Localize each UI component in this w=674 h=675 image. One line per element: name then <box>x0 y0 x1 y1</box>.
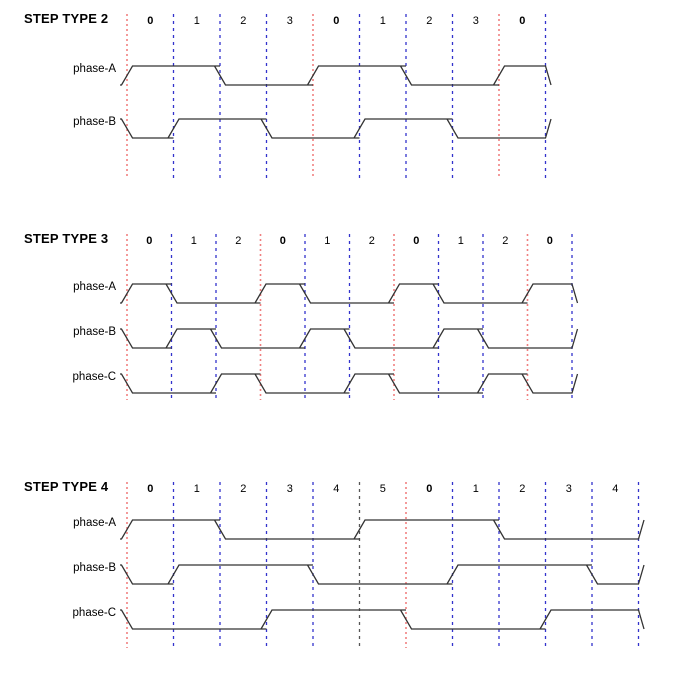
step-number-label: 2 <box>235 235 242 247</box>
waveform-phase-C <box>120 609 645 630</box>
step-number-label: 2 <box>519 483 526 495</box>
step-number-label: 4 <box>333 483 340 495</box>
step-number-label: 0 <box>426 483 433 495</box>
phase-label-phase-C: phase-C <box>72 606 116 619</box>
step-number-label: 3 <box>472 15 479 27</box>
section-title: STEP TYPE 3 <box>24 231 109 246</box>
waveform-phase-C <box>120 373 579 394</box>
waveform-phase-A <box>120 519 645 540</box>
waveform-canvas <box>120 14 552 178</box>
step-number-label: 3 <box>286 15 293 27</box>
waveform-phase-A <box>120 65 552 86</box>
step-number-label: 0 <box>279 235 286 247</box>
step-number-label: 0 <box>519 15 526 27</box>
section-title: STEP TYPE 4 <box>24 479 109 494</box>
waveform-canvas <box>120 482 645 648</box>
step-number-label: 5 <box>379 483 386 495</box>
step-number-label: 0 <box>546 235 553 247</box>
section-step-type-2: STEP TYPE 2 0 1 2 3 0 1 2 3 0 phase-A phase-B <box>0 0 674 200</box>
step-number-label: 0 <box>333 15 340 27</box>
step-number-label: 4 <box>612 483 619 495</box>
phase-label-phase-B: phase-B <box>73 325 116 338</box>
phase-label-phase-A: phase-A <box>73 516 116 529</box>
waveform-phase-B <box>120 564 645 585</box>
phase-label-phase-A: phase-A <box>73 62 116 75</box>
step-number-label: 2 <box>426 15 433 27</box>
phase-label-phase-B: phase-B <box>73 561 116 574</box>
step-number-label: 2 <box>368 235 375 247</box>
waveform-phase-B <box>120 118 552 139</box>
waveform-canvas <box>120 234 579 400</box>
step-number-label: 3 <box>286 483 293 495</box>
step-number-label: 1 <box>193 15 200 27</box>
step-number-label: 2 <box>240 15 247 27</box>
step-number-label: 0 <box>413 235 420 247</box>
step-number-label: 1 <box>472 483 479 495</box>
step-number-label: 2 <box>502 235 509 247</box>
step-number-label: 1 <box>324 235 331 247</box>
step-number-label: 1 <box>190 235 197 247</box>
step-number-label: 1 <box>457 235 464 247</box>
step-number-label: 0 <box>147 483 154 495</box>
section-step-type-4: STEP TYPE 4 0 1 2 3 4 5 0 1 2 3 4 phase-A phase-B pha… <box>0 470 674 670</box>
phase-label-phase-B: phase-B <box>73 115 116 128</box>
waveform-phase-B <box>120 328 579 349</box>
step-number-label: 0 <box>147 15 154 27</box>
waveform-phase-A <box>120 283 579 304</box>
step-number-label: 3 <box>565 483 572 495</box>
step-number-label: 1 <box>379 15 386 27</box>
section-title: STEP TYPE 2 <box>24 11 109 26</box>
section-step-type-3: STEP TYPE 3 0 1 2 0 1 2 0 1 2 0 phase-A phase-B phas… <box>0 225 674 420</box>
phase-label-phase-A: phase-A <box>73 280 116 293</box>
step-number-label: 1 <box>193 483 200 495</box>
step-number-label: 0 <box>146 235 153 247</box>
step-number-label: 2 <box>240 483 247 495</box>
phase-label-phase-C: phase-C <box>72 370 116 383</box>
